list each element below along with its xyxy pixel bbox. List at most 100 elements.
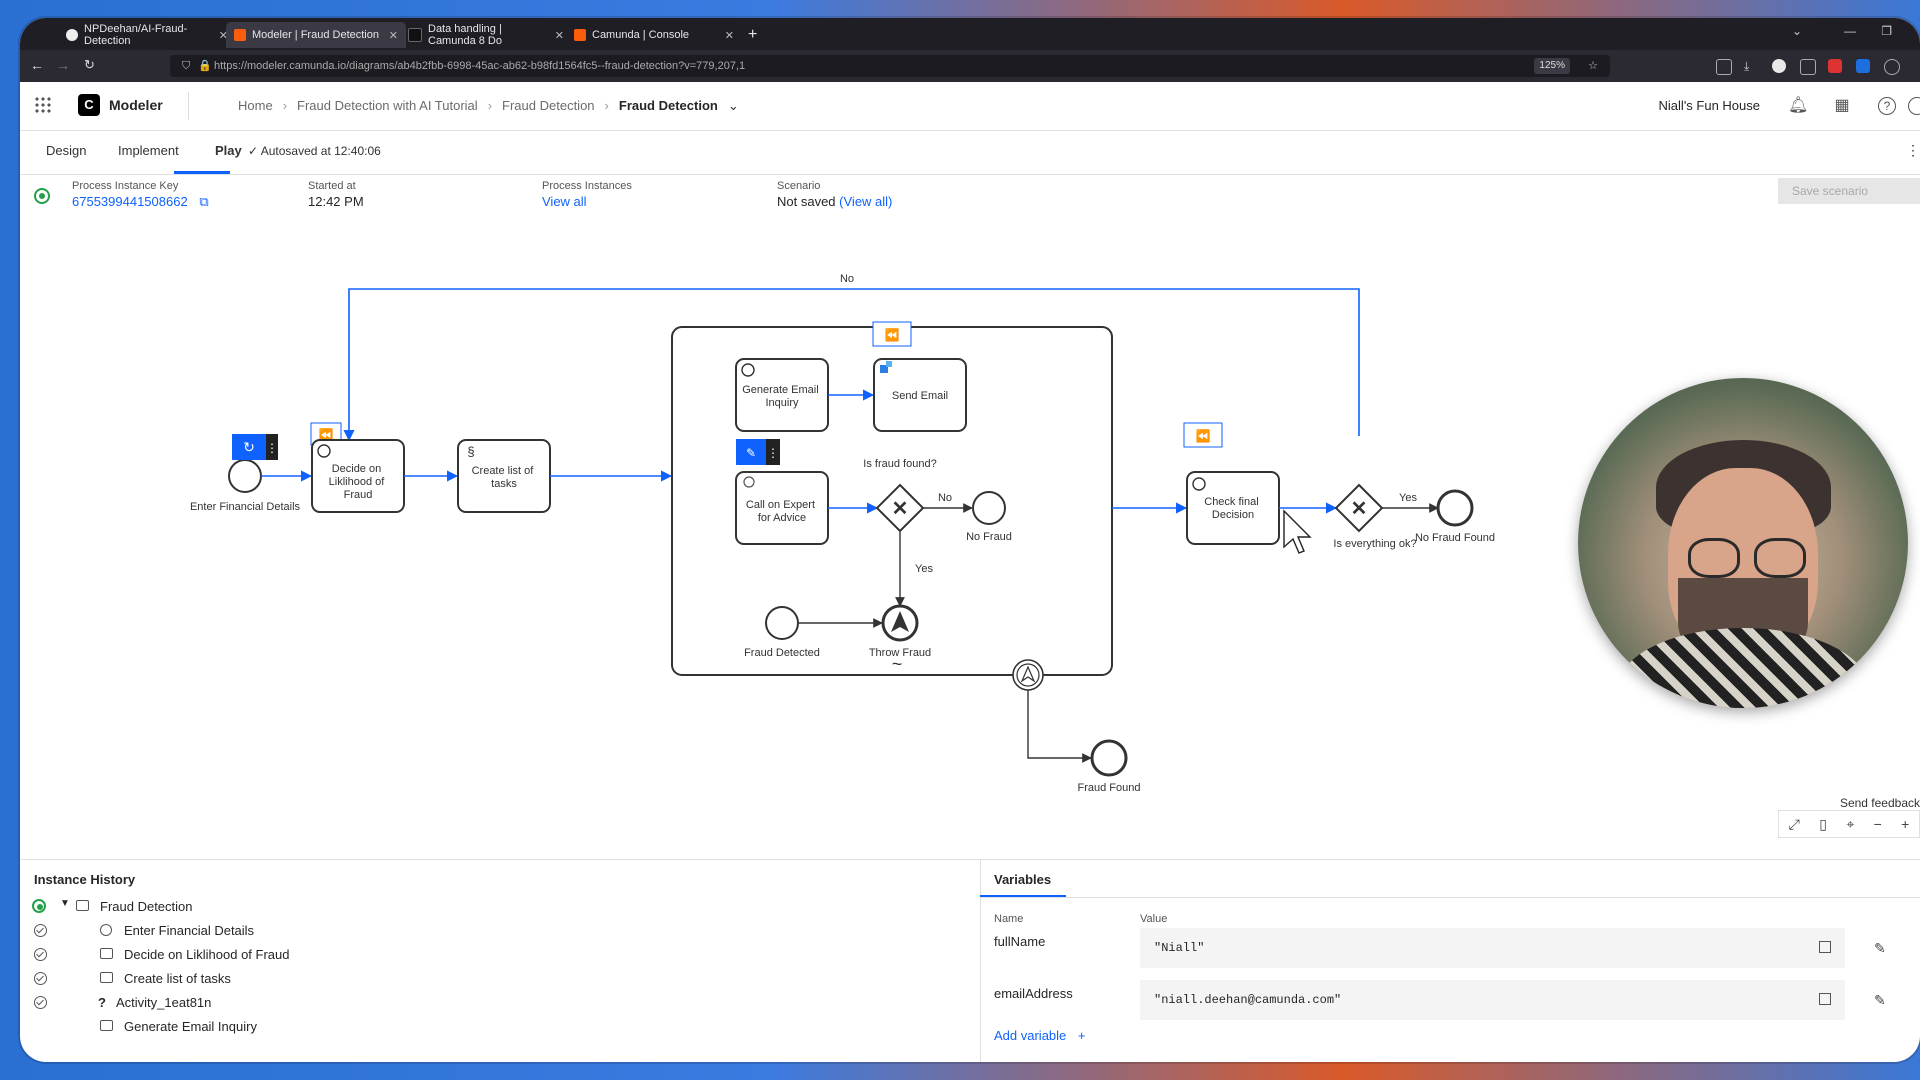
start-event-fraud-detected[interactable] <box>765 606 799 640</box>
overflow-menu-icon[interactable]: ⋮ <box>1906 142 1920 158</box>
add-variable-button[interactable]: Add variable + <box>994 1028 1086 1043</box>
user-avatar-icon[interactable] <box>1908 97 1920 115</box>
restore-icon[interactable]: ❐ <box>1881 24 1892 38</box>
address-bar[interactable]: ⛉ 🔒 https://modeler.camunda.io/diagrams/… <box>170 55 1610 77</box>
zoom-level-badge[interactable]: 125% <box>1534 58 1570 74</box>
token-menu[interactable] <box>266 434 278 460</box>
browser-tab-console[interactable]: Camunda | Console ✕ <box>566 22 742 48</box>
end-event-fraud-found[interactable] <box>1090 739 1128 777</box>
pocket-icon[interactable] <box>1716 59 1732 75</box>
organization-name[interactable]: Niall's Fun House <box>1658 98 1760 113</box>
edit-icon[interactable]: ✎ <box>1874 940 1886 956</box>
copy-icon[interactable] <box>1819 993 1831 1005</box>
download-icon[interactable]: ⤓ <box>1744 59 1750 73</box>
ai-agent-icon <box>317 444 331 458</box>
tab-design[interactable]: Design <box>46 143 87 158</box>
expert-label-2: for Advice <box>758 512 806 524</box>
close-tab-icon[interactable]: ✕ <box>388 29 398 42</box>
end-event-no-fraud-found[interactable] <box>1436 489 1474 527</box>
breadcrumb-project[interactable]: Fraud Detection with AI Tutorial <box>297 98 478 113</box>
fullscreen-icon[interactable]: ⤢ <box>1788 815 1800 832</box>
gateway-is-ok[interactable] <box>1334 483 1384 533</box>
browser-tab-modeler[interactable]: Modeler | Fraud Detection ✕ <box>226 22 406 48</box>
chevron-down-icon[interactable]: ⌄ <box>727 98 739 113</box>
loop-back-flow[interactable] <box>343 288 1360 442</box>
extension-red-icon[interactable] <box>1828 59 1842 73</box>
end-event-no-fraud[interactable] <box>972 491 1006 525</box>
breadcrumb-current[interactable]: Fraud Detection <box>618 98 718 113</box>
tab-play[interactable]: Play <box>215 143 242 158</box>
outlook-icon <box>880 365 888 373</box>
account-icon[interactable] <box>1884 59 1900 75</box>
start-event[interactable] <box>228 459 262 493</box>
flow-fraud-found[interactable] <box>1027 690 1092 763</box>
variable-name: fullName <box>994 934 1046 949</box>
help-icon[interactable]: ? <box>1878 97 1896 115</box>
close-tab-icon[interactable]: ✕ <box>218 29 228 42</box>
zoom-in-icon[interactable]: + <box>1901 816 1910 832</box>
minimap-icon[interactable]: ▯ <box>1819 815 1827 832</box>
tab-implement[interactable]: Implement <box>118 143 179 158</box>
bpmn-canvas[interactable]: No Enter Financial Details ↻ ⋮ ⏪ Decide … <box>20 218 1920 859</box>
bookmark-star-icon[interactable]: ☆ <box>1588 60 1598 72</box>
edit-icon[interactable]: ✎ <box>1874 992 1886 1008</box>
rewind-button[interactable] <box>1183 422 1223 448</box>
breadcrumb-folder[interactable]: Fraud Detection <box>502 98 595 113</box>
close-tab-icon[interactable]: ✕ <box>554 29 564 42</box>
close-tab-icon[interactable]: ✕ <box>724 29 734 42</box>
task-icon <box>100 1020 113 1031</box>
variable-value[interactable]: "Niall" <box>1140 928 1845 968</box>
caret-down-icon[interactable]: ▼ <box>60 898 70 909</box>
variables-tab[interactable]: Variables <box>994 872 1052 887</box>
start-event-label: Enter Financial Details <box>190 501 301 513</box>
instances-label: Process Instances <box>542 180 632 192</box>
app-switcher-icon[interactable] <box>34 96 52 114</box>
minimize-icon[interactable]: — <box>1844 24 1856 38</box>
copy-icon[interactable] <box>1819 941 1831 953</box>
save-scenario-button[interactable]: Save scenario <box>1778 178 1920 204</box>
zoom-out-icon[interactable]: − <box>1873 816 1882 832</box>
instance-info-bar: Process Instance Key 6755399441508662 ⧉ … <box>20 174 1920 219</box>
reload-icon[interactable]: ↻ <box>84 57 95 72</box>
refresh-icon[interactable]: ↻ <box>243 439 255 455</box>
breadcrumb-home[interactable]: Home <box>238 98 273 113</box>
rewind-button[interactable] <box>872 321 912 347</box>
tab-list-chevron-icon[interactable]: ⌄ <box>1791 24 1802 38</box>
history-item[interactable]: Create list of tasks <box>20 967 980 991</box>
browser-tab-docs[interactable]: Data handling | Camunda 8 Do ✕ <box>400 22 572 48</box>
send-feedback-link[interactable]: Send feedback <box>1839 796 1920 810</box>
puzzle-icon[interactable] <box>1800 59 1816 75</box>
process-key-label: Process Instance Key <box>72 180 179 192</box>
process-key-link[interactable]: 6755399441508662 ⧉ <box>72 194 209 209</box>
new-tab-button[interactable]: + <box>748 26 758 43</box>
building-icon[interactable]: ▦ <box>1834 97 1850 114</box>
task-icon <box>100 972 113 983</box>
edit-button[interactable] <box>736 439 766 465</box>
back-icon[interactable]: ← <box>30 57 44 73</box>
forward-icon[interactable]: → <box>56 57 70 73</box>
view-all-instances-link[interactable]: View all <box>542 194 587 209</box>
history-item[interactable]: Generate Email Inquiry <box>20 1015 980 1039</box>
task-menu[interactable] <box>766 439 780 465</box>
task-send-email[interactable] <box>873 358 967 432</box>
extension-icon[interactable] <box>1772 59 1786 73</box>
history-item[interactable]: Decide on Liklihood of Fraud <box>20 943 980 967</box>
history-item[interactable]: Enter Financial Details <box>20 919 980 943</box>
extension-blue-icon[interactable] <box>1856 59 1870 73</box>
variable-value[interactable]: "niall.deehan@camunda.com" <box>1140 980 1845 1020</box>
external-link-icon[interactable]: ⧉ <box>199 194 209 209</box>
overflow-menu-icon[interactable]: ⋮ <box>266 441 278 455</box>
bpmn-diagram[interactable]: No Enter Financial Details ↻ ⋮ ⏪ Decide … <box>20 218 1920 859</box>
history-item[interactable]: ? Activity_1eat81n <box>20 991 980 1015</box>
bell-icon[interactable]: 🔔︎ <box>1788 97 1809 114</box>
plus-icon[interactable]: + <box>1077 1028 1086 1043</box>
url-text[interactable]: https://modeler.camunda.io/diagrams/ab4b… <box>214 60 746 72</box>
task-check-final[interactable] <box>1186 471 1280 545</box>
token-badge[interactable] <box>232 434 266 460</box>
overflow-menu-icon[interactable]: ⋮ <box>767 446 779 460</box>
active-tab-indicator <box>174 171 230 174</box>
history-item[interactable]: ▼ Fraud Detection <box>20 895 980 919</box>
browser-tab-github[interactable]: NPDeehan/AI-Fraud-Detection ✕ <box>58 22 236 48</box>
view-all-scenarios-link[interactable]: (View all) <box>839 194 893 209</box>
recenter-icon[interactable]: ⌖ <box>1846 815 1855 832</box>
